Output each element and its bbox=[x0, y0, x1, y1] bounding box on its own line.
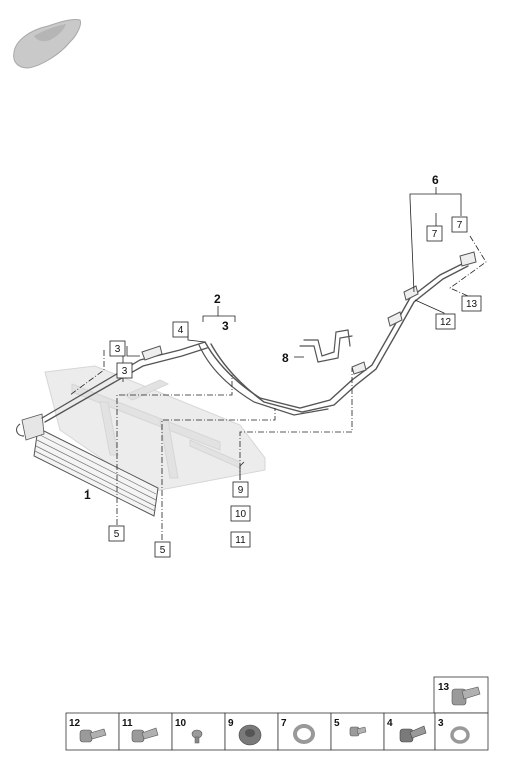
boxed-callout-5b: 5 bbox=[154, 541, 171, 558]
coolant-line-assembly bbox=[41, 251, 477, 423]
plain-callouts: 1 2 3 6 8 bbox=[84, 173, 439, 502]
grommet-9-icon bbox=[238, 724, 262, 746]
clip-10-icon bbox=[191, 729, 203, 744]
bolt-11-icon bbox=[131, 727, 159, 743]
svg-text:5: 5 bbox=[160, 545, 166, 556]
svg-text:3: 3 bbox=[122, 366, 128, 377]
callout-1: 1 bbox=[84, 488, 91, 502]
parts-reference-table: 13 12 11 10 bbox=[65, 676, 489, 751]
parts-cell-11: 11 bbox=[118, 712, 173, 751]
o-ring-7-icon bbox=[293, 724, 315, 744]
boxed-callout-7b: 7 bbox=[451, 216, 468, 233]
boxed-callout-11: 11 bbox=[230, 531, 251, 548]
parts-cell-7: 7 bbox=[277, 712, 332, 751]
boxed-callout-5a: 5 bbox=[108, 525, 125, 542]
parts-cell-3: 3 bbox=[434, 712, 489, 751]
boxed-callout-9: 9 bbox=[232, 481, 249, 498]
boxed-callout-7a: 7 bbox=[426, 225, 443, 242]
svg-text:5: 5 bbox=[334, 718, 340, 729]
svg-text:13: 13 bbox=[438, 682, 450, 693]
svg-text:4: 4 bbox=[178, 325, 184, 336]
bolt-4-icon bbox=[399, 725, 427, 743]
parts-cell-4: 4 bbox=[383, 712, 436, 751]
leader-lines bbox=[87, 187, 462, 496]
parts-cell-5: 5 bbox=[330, 712, 385, 751]
svg-text:9: 9 bbox=[228, 718, 234, 729]
dashed-leader-lines bbox=[69, 235, 487, 540]
svg-text:3: 3 bbox=[438, 718, 444, 729]
parts-cell-13: 13 bbox=[433, 676, 489, 714]
car-thumbnail-icon bbox=[13, 19, 81, 69]
svg-text:11: 11 bbox=[235, 535, 246, 546]
svg-text:3: 3 bbox=[115, 344, 121, 355]
svg-text:13: 13 bbox=[466, 299, 478, 310]
bolt-12-icon bbox=[79, 728, 107, 743]
bolt-13-icon bbox=[451, 686, 481, 706]
boxed-callout-3a: 3 bbox=[109, 340, 126, 357]
boxed-callout-12: 12 bbox=[435, 313, 456, 330]
boxed-callout-13: 13 bbox=[461, 295, 482, 312]
seal-ring-3-icon bbox=[450, 726, 470, 744]
auxiliary-cooler-part-1 bbox=[15, 413, 159, 517]
callout-2: 2 bbox=[214, 292, 221, 306]
svg-text:12: 12 bbox=[440, 317, 452, 328]
callout-3: 3 bbox=[222, 319, 229, 333]
parts-cell-10: 10 bbox=[171, 712, 226, 751]
svg-text:10: 10 bbox=[175, 718, 187, 729]
boxed-callout-3b: 3 bbox=[116, 362, 133, 379]
svg-text:5: 5 bbox=[114, 529, 120, 540]
boxed-callouts: 3 3 4 5 5 7 7 9 bbox=[108, 216, 482, 558]
svg-text:7: 7 bbox=[432, 229, 438, 240]
screw-5-icon bbox=[349, 726, 367, 737]
parts-cell-9: 9 bbox=[224, 712, 279, 751]
boxed-callout-4: 4 bbox=[172, 321, 189, 338]
parts-cell-12: 12 bbox=[65, 712, 120, 751]
svg-text:10: 10 bbox=[235, 509, 247, 520]
svg-text:12: 12 bbox=[69, 718, 81, 729]
svg-text:7: 7 bbox=[281, 718, 287, 729]
svg-text:9: 9 bbox=[238, 485, 244, 496]
boxed-callout-10: 10 bbox=[230, 505, 251, 522]
chassis-frame-ghost bbox=[44, 365, 266, 493]
svg-text:7: 7 bbox=[457, 220, 463, 231]
svg-text:11: 11 bbox=[122, 718, 133, 729]
callout-8: 8 bbox=[282, 351, 289, 365]
svg-text:4: 4 bbox=[387, 718, 393, 729]
callout-6: 6 bbox=[432, 173, 439, 187]
